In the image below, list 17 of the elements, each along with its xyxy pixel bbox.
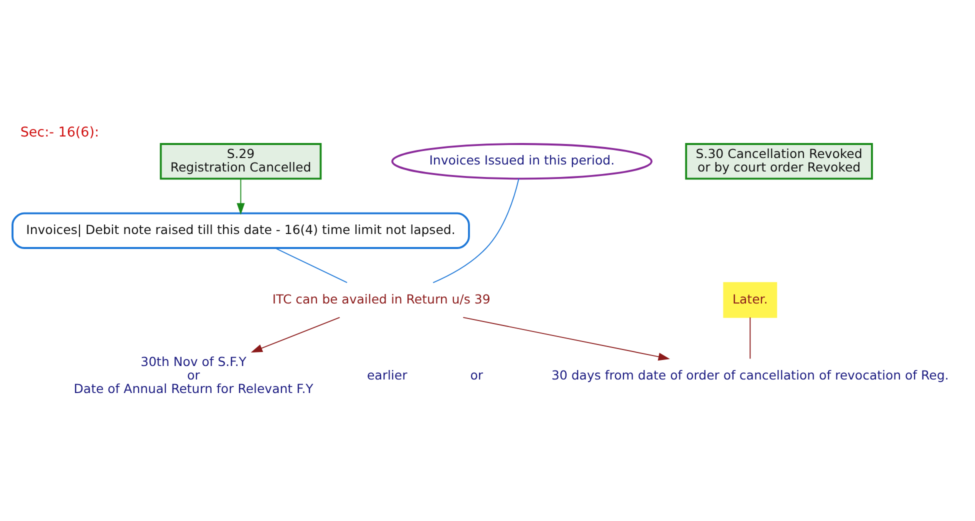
- connector: [274, 247, 348, 283]
- node-text: 30th Nov of S.F.Y or Date of Annual Return for Relevant F.Y: [74, 353, 314, 396]
- node-ellipse: Invoices Issued in this period.: [391, 142, 652, 180]
- node-text: 30 days from date of order of cancellation of revocation of Reg.: [552, 366, 949, 382]
- node-text: ITC can be availed in Return u/s 39: [272, 290, 490, 306]
- node-box: S.30 Cancellation Revoked or by court order Revoked: [685, 142, 873, 180]
- label: or: [470, 366, 484, 382]
- connector: [432, 178, 520, 283]
- arrow: [462, 316, 670, 360]
- arrow: [236, 178, 245, 214]
- connector: [750, 316, 751, 359]
- label: earlier: [366, 366, 408, 382]
- node-box: Later.: [723, 282, 778, 318]
- arrow: [250, 316, 340, 352]
- node-box: Invoices| Debit note raised till this date - 16(4) time limit not lapsed.: [12, 212, 470, 248]
- diagram-title: Sec:- 16(6):: [20, 124, 100, 140]
- node-box: S.29 Registration Cancelled: [160, 142, 322, 180]
